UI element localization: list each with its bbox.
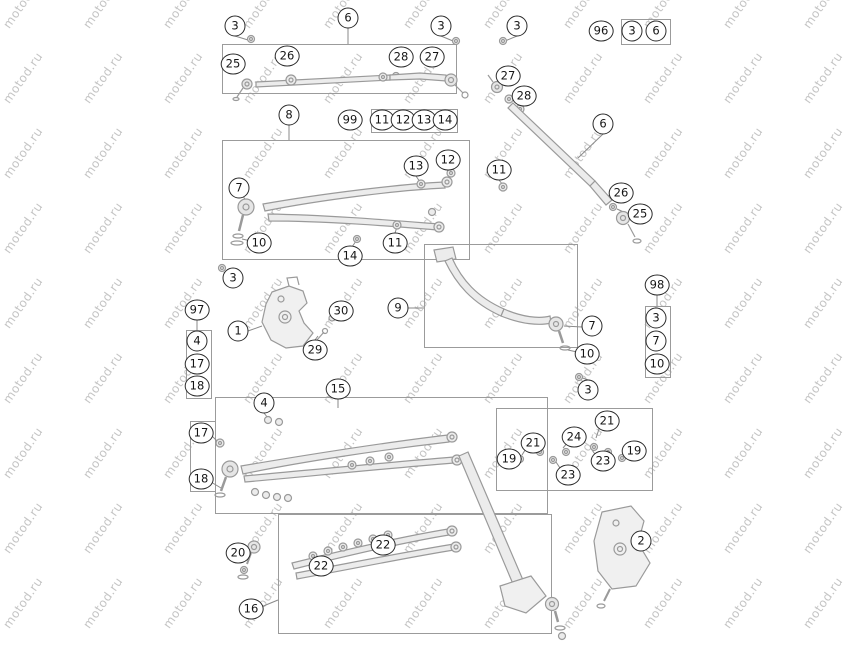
callout-23[interactable]: 23	[590, 450, 616, 472]
callout-6[interactable]: 6	[337, 7, 359, 29]
callout-3[interactable]: 3	[645, 307, 667, 329]
callout-20[interactable]: 20	[225, 542, 251, 564]
callout-14[interactable]: 14	[337, 245, 363, 267]
callout-11[interactable]: 11	[486, 159, 512, 181]
callout-12[interactable]: 12	[435, 149, 461, 171]
callout-98[interactable]: 98	[644, 274, 670, 296]
callout-26[interactable]: 26	[608, 182, 634, 204]
callout-17[interactable]: 17	[184, 353, 210, 375]
callout-27[interactable]: 27	[495, 65, 521, 87]
callout-27[interactable]: 27	[419, 46, 445, 68]
callout-4[interactable]: 4	[253, 392, 275, 414]
callout-3[interactable]: 3	[430, 15, 452, 37]
callout-4[interactable]: 4	[186, 330, 208, 352]
callout-3[interactable]: 3	[577, 379, 599, 401]
callout-14[interactable]: 14	[432, 109, 458, 131]
callout-28[interactable]: 28	[511, 85, 537, 107]
callout-3[interactable]: 3	[621, 20, 643, 42]
callout-29[interactable]: 29	[302, 339, 328, 361]
callout-19[interactable]: 19	[496, 448, 522, 470]
callout-99[interactable]: 99	[337, 109, 363, 131]
callout-11[interactable]: 11	[369, 109, 395, 131]
callout-3[interactable]: 3	[222, 267, 244, 289]
callout-24[interactable]: 24	[561, 426, 587, 448]
callout-22[interactable]: 22	[370, 534, 396, 556]
callout-1[interactable]: 1	[227, 320, 249, 342]
callout-26[interactable]: 26	[274, 45, 300, 67]
callout-15[interactable]: 15	[325, 378, 351, 400]
callout-21[interactable]: 21	[520, 432, 546, 454]
callout-17[interactable]: 17	[188, 422, 214, 444]
callout-3[interactable]: 3	[224, 15, 246, 37]
callout-2[interactable]: 2	[630, 530, 652, 552]
callout-10[interactable]: 10	[574, 343, 600, 365]
callout-7[interactable]: 7	[645, 330, 667, 352]
callout-10[interactable]: 10	[644, 353, 670, 375]
callout-7[interactable]: 7	[228, 177, 250, 199]
callout-6[interactable]: 6	[592, 113, 614, 135]
callout-7[interactable]: 7	[581, 315, 603, 337]
callout-6[interactable]: 6	[645, 20, 667, 42]
callout-23[interactable]: 23	[555, 464, 581, 486]
callout-22[interactable]: 22	[308, 555, 334, 577]
callout-25[interactable]: 25	[220, 53, 246, 75]
callout-28[interactable]: 28	[388, 46, 414, 68]
callout-8[interactable]: 8	[278, 104, 300, 126]
callout-97[interactable]: 97	[184, 299, 210, 321]
callout-16[interactable]: 16	[238, 598, 264, 620]
callout-18[interactable]: 18	[188, 468, 214, 490]
callout-10[interactable]: 10	[246, 232, 272, 254]
callout-21[interactable]: 21	[594, 410, 620, 432]
callout-18[interactable]: 18	[184, 375, 210, 397]
callout-19[interactable]: 19	[621, 440, 647, 462]
callout-13[interactable]: 13	[403, 155, 429, 177]
callout-11[interactable]: 11	[382, 232, 408, 254]
callout-25[interactable]: 25	[627, 203, 653, 225]
callout-30[interactable]: 30	[328, 300, 354, 322]
callout-9[interactable]: 9	[387, 297, 409, 319]
callout-3[interactable]: 3	[506, 15, 528, 37]
callout-96[interactable]: 96	[588, 20, 614, 42]
